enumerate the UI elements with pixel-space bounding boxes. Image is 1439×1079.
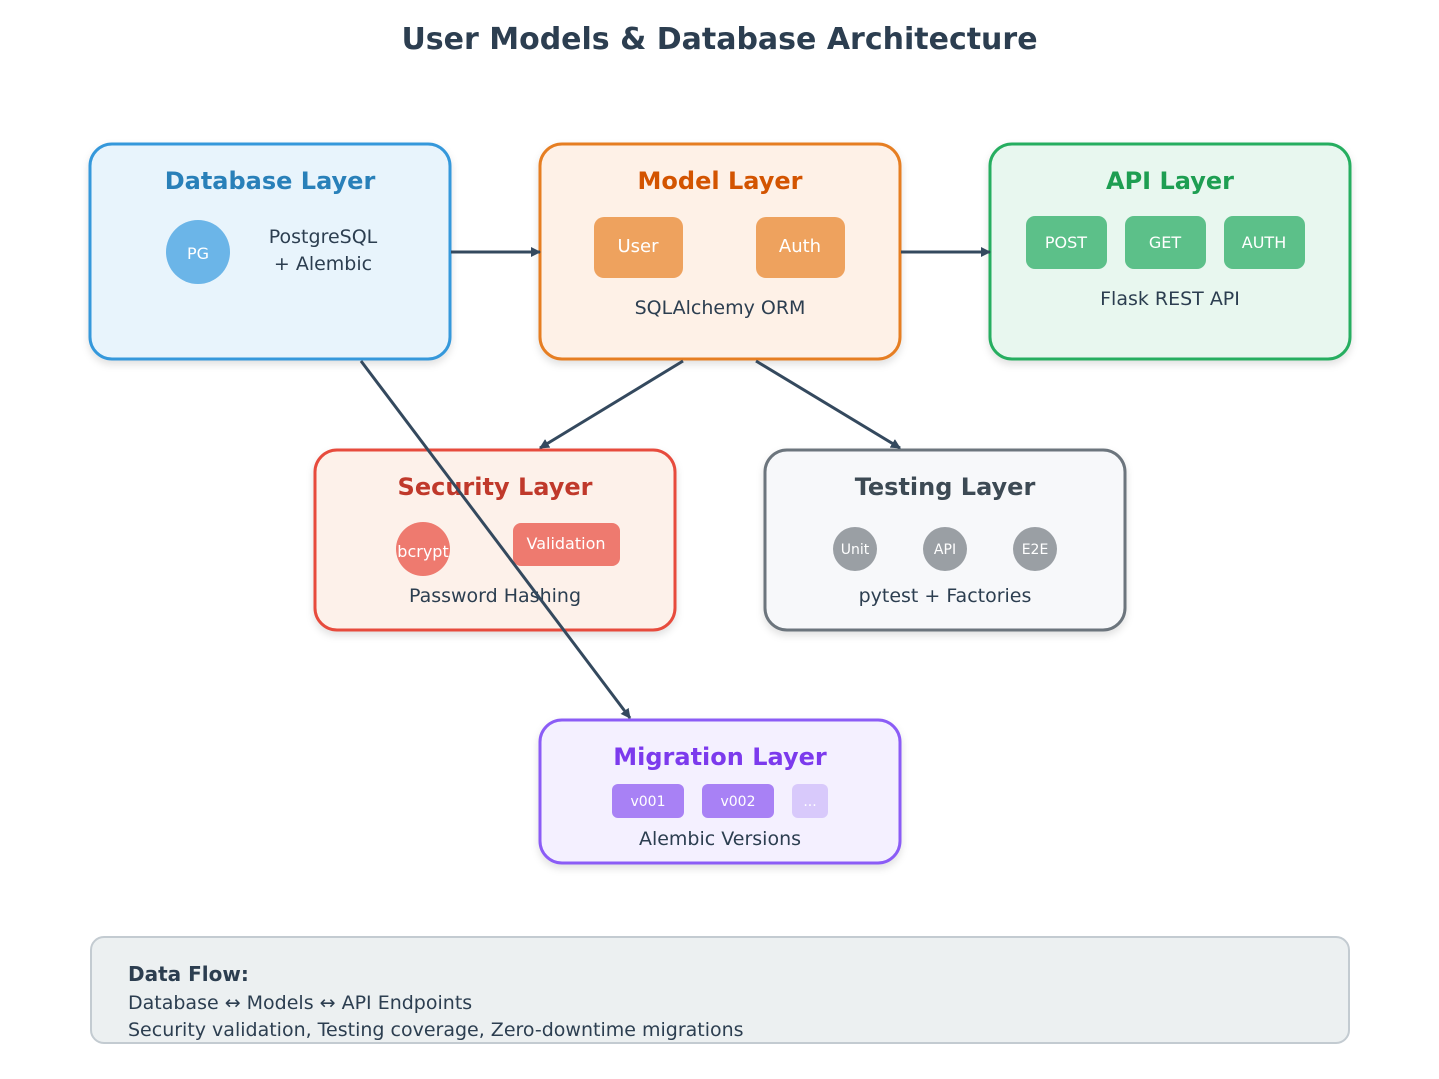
- user-chip-label: User: [617, 236, 659, 257]
- post-chip-label: POST: [1045, 233, 1087, 252]
- database-layer-node: Database Layer PG PostgreSQL + Alembic: [88, 142, 452, 361]
- auth-chip-label: Auth: [779, 236, 821, 257]
- v002-chip-label: v002: [720, 794, 755, 810]
- migration-layer-node: Migration Layer v001 v002 ... Alembic Ve…: [538, 718, 902, 865]
- api-test-badge-label: API: [934, 542, 956, 558]
- model-layer-title: Model Layer: [638, 167, 803, 195]
- auth-chip: [756, 217, 845, 278]
- more-versions-chip-label: ...: [803, 794, 816, 810]
- architecture-diagram: Database Layer PG PostgreSQL + Alembic M…: [88, 142, 1352, 865]
- arrows: [359, 247, 991, 719]
- database-layer-title: Database Layer: [165, 167, 376, 195]
- auth-endpoint-chip: [1224, 216, 1305, 269]
- api-test-badge: [923, 527, 967, 571]
- pg-badge: [166, 220, 230, 284]
- unit-badge: [833, 527, 877, 571]
- security-layer-node: Security Layer bcrypt Validation Passwor…: [313, 448, 677, 632]
- validation-chip-label: Validation: [526, 534, 605, 553]
- e2e-badge-label: E2E: [1022, 542, 1049, 558]
- arrow-database-to-migration: [359, 360, 632, 719]
- validation-chip: [513, 523, 620, 566]
- more-versions-chip: [792, 784, 828, 818]
- testing-layer-title: Testing Layer: [855, 473, 1036, 501]
- v001-chip-label: v001: [630, 794, 665, 810]
- e2e-badge: [1013, 527, 1057, 571]
- model-desc: SQLAlchemy ORM: [635, 297, 806, 319]
- auth-endpoint-chip-label: AUTH: [1242, 233, 1286, 252]
- testing-layer-node: Testing Layer Unit API E2E pytest + Fact…: [763, 448, 1127, 632]
- database-desc-line1: PostgreSQL: [269, 226, 378, 248]
- data-flow-panel: Data Flow: Database ↔ Models ↔ API Endpo…: [90, 936, 1350, 1044]
- v002-chip: [702, 784, 774, 818]
- arrow-model-to-testing: [755, 359, 901, 450]
- migration-desc: Alembic Versions: [639, 828, 801, 850]
- get-chip-label: GET: [1149, 233, 1182, 252]
- unit-badge-label: Unit: [841, 542, 870, 558]
- pg-badge-label: PG: [187, 244, 209, 263]
- post-chip: [1026, 216, 1107, 269]
- data-flow-line1: Database ↔ Models ↔ API Endpoints: [128, 992, 473, 1014]
- arrow-model-to-security: [539, 359, 684, 450]
- security-layer-title: Security Layer: [398, 473, 593, 501]
- diagram-title: User Models & Database Architecture: [401, 22, 1038, 57]
- data-flow-title: Data Flow:: [128, 962, 249, 986]
- user-chip: [594, 217, 683, 278]
- security-desc: Password Hashing: [409, 585, 581, 607]
- get-chip: [1125, 216, 1206, 269]
- api-desc: Flask REST API: [1100, 288, 1240, 310]
- api-layer-title: API Layer: [1106, 167, 1234, 195]
- migration-layer-title: Migration Layer: [613, 743, 827, 771]
- model-layer-node: Model Layer User Auth SQLAlchemy ORM: [538, 142, 902, 361]
- database-desc-line2: + Alembic: [274, 253, 372, 275]
- bcrypt-badge: [396, 522, 450, 576]
- bcrypt-badge-label: bcrypt: [397, 542, 448, 561]
- data-flow-line2: Security validation, Testing coverage, Z…: [128, 1019, 744, 1041]
- api-layer-node: API Layer POST GET AUTH Flask REST API: [988, 142, 1352, 361]
- v001-chip: [612, 784, 684, 818]
- testing-desc: pytest + Factories: [859, 585, 1032, 607]
